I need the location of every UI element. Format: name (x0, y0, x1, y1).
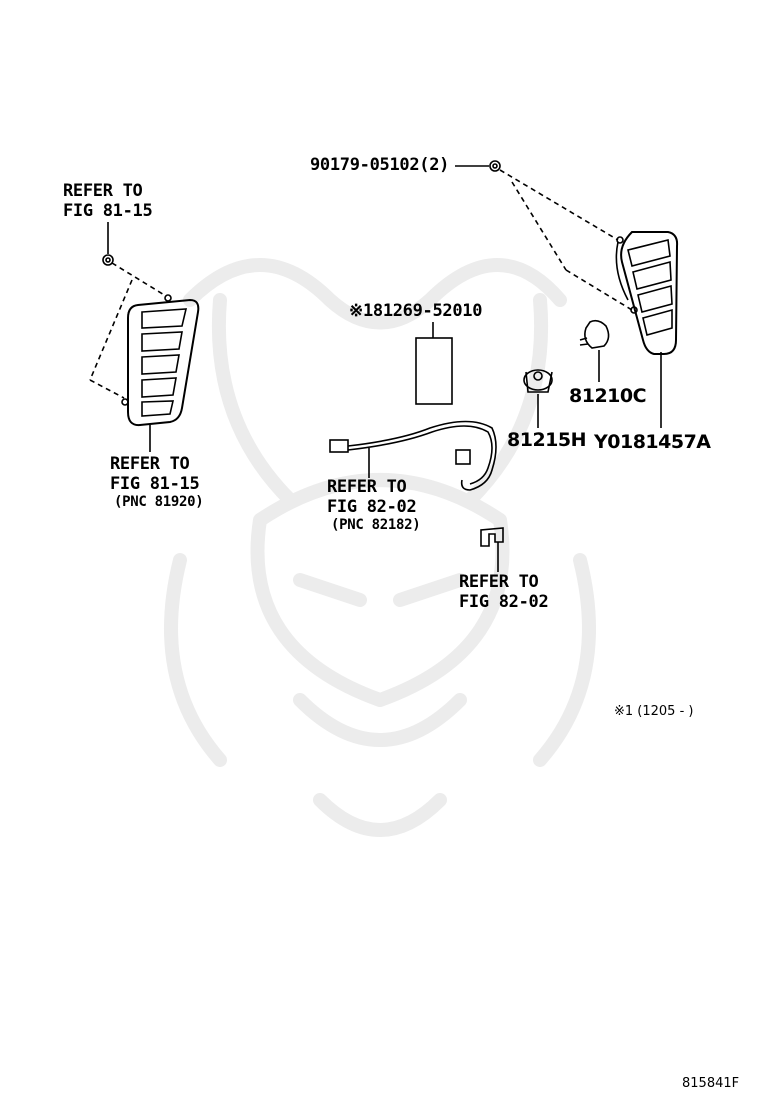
fig-text: FIG 81-15 (63, 201, 153, 221)
left-top-refer-label: REFER TO FIG 81-15 (63, 181, 153, 221)
watermark-emblem (164, 258, 596, 837)
wire-clip (480, 527, 504, 547)
left-side-marker-lamp (121, 294, 200, 427)
right-side-marker-lamp (615, 231, 679, 355)
socket-part-number: 81215H (507, 429, 587, 451)
refer-text: REFER TO (459, 572, 539, 592)
left-nut (102, 254, 114, 266)
footnote: ※1 (1205 - ) (614, 704, 694, 719)
right-nut (489, 160, 501, 172)
pnc-text: (PNC 82182) (331, 517, 421, 533)
fig-text: FIG 82-02 (459, 592, 549, 612)
nut-part-number: 90179-05102(2) (310, 155, 450, 175)
fig-text: FIG 81-15 (110, 474, 200, 494)
drawing-linework (89, 160, 679, 572)
bulb-part-number: 81210C (569, 385, 647, 407)
refer-text: REFER TO (63, 181, 143, 201)
pnc-text: (PNC 81920) (114, 494, 204, 510)
socket (523, 369, 553, 393)
tag-plate (415, 337, 453, 405)
figure-code: 815841F (682, 1076, 740, 1091)
left-bottom-refer-label: REFER TO FIG 81-15 (PNC 81920) (110, 454, 204, 510)
clip-refer-label: REFER TO FIG 82-02 (459, 572, 549, 612)
wire-harness (329, 420, 497, 491)
refer-text: REFER TO (327, 477, 407, 497)
bulb (579, 319, 610, 349)
left-dashed-guides (89, 262, 167, 399)
right-dashed-guides (499, 169, 633, 311)
lamp-part-number: Y0181457A (594, 431, 711, 453)
fig-text: FIG 82-02 (327, 497, 417, 517)
tag-part-number: ※181269-52010 (349, 301, 483, 321)
wire-refer-label: REFER TO FIG 82-02 (PNC 82182) (327, 477, 421, 533)
refer-text: REFER TO (110, 454, 190, 474)
